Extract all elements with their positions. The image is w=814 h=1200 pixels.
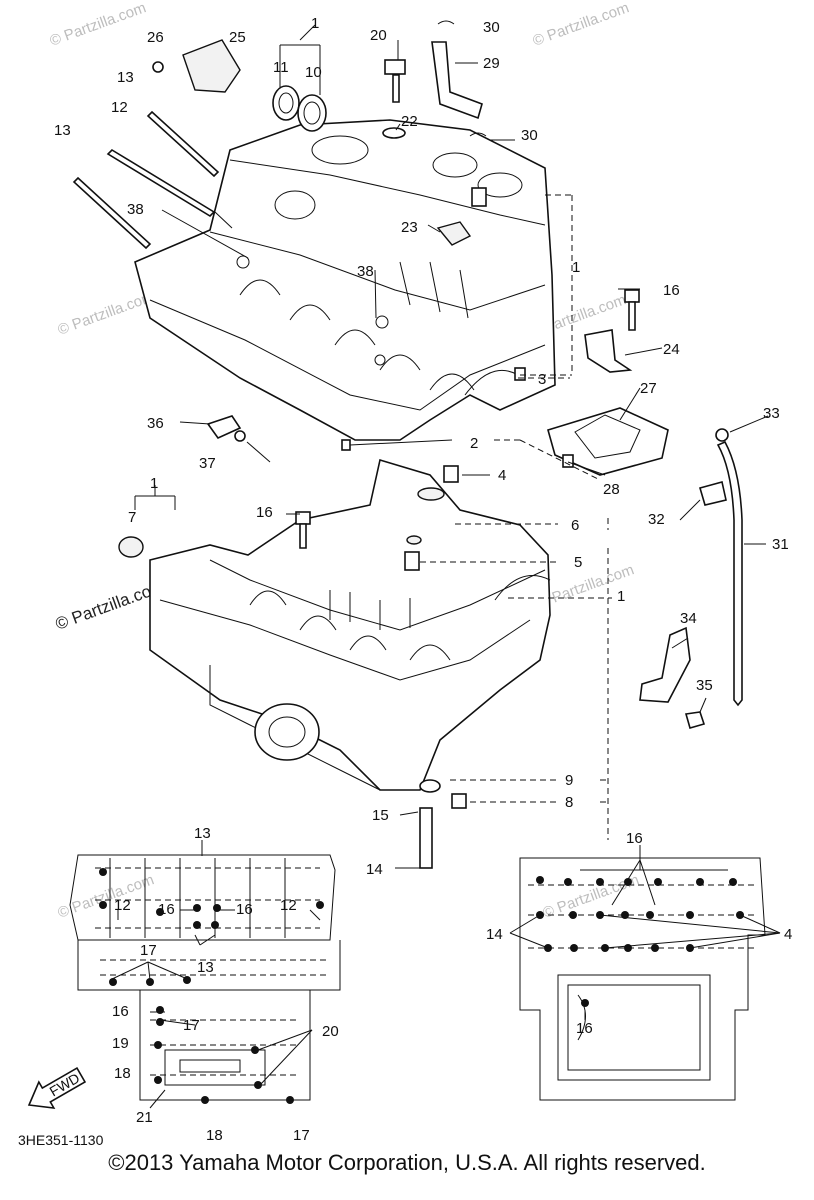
- callout-label: 38: [357, 263, 374, 280]
- callout-label: 16: [663, 282, 680, 299]
- callout-label: 4: [498, 467, 506, 484]
- callout-label: 20: [370, 27, 387, 44]
- watermark: © Partzilla.com: [56, 288, 157, 339]
- inset-label: 12: [280, 897, 297, 914]
- callout-label: 30: [483, 19, 500, 36]
- inset-label: 4: [784, 926, 792, 943]
- inset-label: 14: [486, 926, 503, 943]
- inset-label: 20: [322, 1023, 339, 1040]
- inset-label: 18: [206, 1127, 223, 1144]
- inset-label: 17: [183, 1017, 200, 1034]
- inset-label: 16: [112, 1003, 129, 1020]
- callout-label: 37: [199, 455, 216, 472]
- inset-label: 13: [197, 959, 214, 976]
- callout-label: 16: [256, 504, 273, 521]
- callout-label: 35: [696, 677, 713, 694]
- callout-label: 1: [150, 475, 158, 492]
- lower-crankcase: [149, 458, 551, 791]
- callout-label: 22: [401, 113, 418, 130]
- callout-label: 32: [648, 511, 665, 528]
- callout-label: 30: [521, 127, 538, 144]
- callout-label: 38: [127, 201, 144, 218]
- inset-label: 19: [112, 1035, 129, 1052]
- callout-label: 31: [772, 536, 789, 553]
- top-small-parts: [152, 20, 487, 246]
- inset-label: 21: [136, 1109, 153, 1126]
- inset-upper-case-bolt-pattern: [69, 840, 341, 1109]
- inset-lower-case-bolt-pattern: [509, 845, 781, 1101]
- inset-label: 18: [114, 1065, 131, 1082]
- callout-label: 26: [147, 29, 164, 46]
- inset-label: 17: [140, 942, 157, 959]
- callout-label: 28: [603, 481, 620, 498]
- callout-label: 3: [538, 371, 546, 388]
- inset-label: 16: [626, 830, 643, 847]
- callout-labels: 1 26 25 20 30 29 13 11 10 12 22 13 30 38…: [54, 15, 789, 878]
- callout-label: 8: [565, 794, 573, 811]
- left-small-parts: [118, 367, 526, 869]
- callout-label: 33: [763, 405, 780, 422]
- callout-label: 10: [305, 64, 322, 81]
- callout-label: 6: [571, 517, 579, 534]
- watermark: © Partzilla.com: [48, 0, 149, 50]
- right-side-parts: [547, 289, 743, 729]
- callout-label: 9: [565, 772, 573, 789]
- inset-label: 16: [236, 901, 253, 918]
- callout-label: 12: [111, 99, 128, 116]
- callout-label: 5: [574, 554, 582, 571]
- upper-crankcase: [134, 119, 556, 441]
- callout-label: 1: [572, 259, 580, 276]
- copyright-notice: ©2013 Yamaha Motor Corporation, U.S.A. A…: [108, 1150, 706, 1175]
- inset-left-labels: 13 12 16 16 12 17 13 16 17 19 20 18 21 1…: [18, 825, 339, 1148]
- leader-lines: [134, 24, 769, 869]
- callout-label: 1: [311, 15, 319, 32]
- inset-label: 16: [576, 1020, 593, 1037]
- inset-label: 13: [194, 825, 211, 842]
- inset-label: 12: [114, 897, 131, 914]
- callout-label: 23: [401, 219, 418, 236]
- inset-label: 17: [293, 1127, 310, 1144]
- callout-label: 36: [147, 415, 164, 432]
- callout-label: 7: [128, 509, 136, 526]
- callout-label: 15: [372, 807, 389, 824]
- callout-label: 13: [117, 69, 134, 86]
- inset-label: 16: [158, 901, 175, 918]
- diagram-code: 3HE351-1130: [18, 1132, 104, 1148]
- stud-bolts: [72, 110, 233, 250]
- callout-label: 1: [617, 588, 625, 605]
- callout-label: 27: [640, 380, 657, 397]
- callout-label: 13: [54, 122, 71, 139]
- callout-label: 25: [229, 29, 246, 46]
- callout-label: 11: [273, 59, 289, 76]
- callout-label: 24: [663, 341, 680, 358]
- callout-label: 2: [470, 435, 478, 452]
- watermark: © Partzilla.com: [56, 871, 157, 922]
- callout-label: 29: [483, 55, 500, 72]
- callout-label: 34: [680, 610, 697, 627]
- callout-label: 14: [366, 861, 383, 878]
- inset-right-labels: 16 14 4 16: [486, 830, 792, 1037]
- watermark: © Partzilla.com: [531, 0, 632, 50]
- fwd-arrow-icon: FWD: [27, 1066, 87, 1109]
